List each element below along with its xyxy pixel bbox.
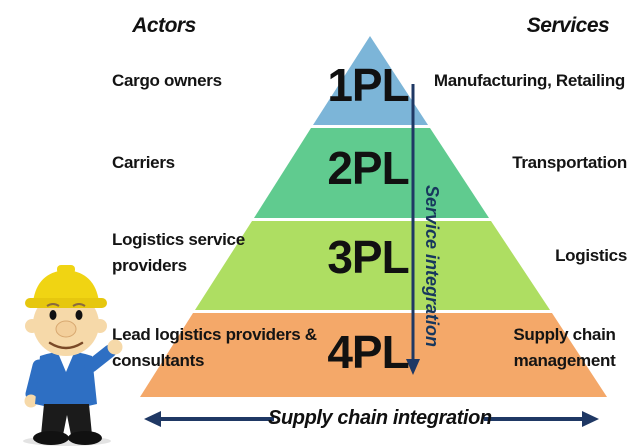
supply-chain-integration-label: Supply chain integration (268, 407, 492, 429)
mascot-left-hand (24, 394, 38, 408)
actor-label-cargo-owners: Cargo owners (112, 71, 222, 90)
hard-hat-icon (33, 270, 99, 302)
service-integration-arrowhead-icon (406, 359, 420, 375)
actors-column-title: Actors (132, 14, 196, 37)
pyramid-level-2pl-shape (254, 128, 489, 218)
actor-label-logistics-service-providers: Logistics service providers (112, 230, 245, 276)
construction-worker-mascot (23, 265, 123, 446)
level-label-1pl: 1PL (327, 59, 409, 111)
level-label-4pl: 4PL (327, 326, 409, 378)
mascot-eyebrow-left (46, 303, 60, 307)
level-label-2pl: 2PL (327, 142, 409, 194)
actor-label-carriers: Carriers (112, 153, 175, 172)
mascot-shirt (58, 353, 74, 372)
mascot-right-hand (107, 339, 123, 355)
mascot-eye-left (49, 310, 57, 320)
hard-hat-brim (25, 298, 107, 308)
mascot-pants (41, 404, 92, 435)
pyramid-level-4pl-shape (140, 313, 607, 397)
supply-chain-arrowhead-left-icon (144, 411, 161, 427)
services-column-title: Services (526, 14, 610, 37)
mascot-left-shoe (33, 431, 69, 445)
mascot-eyebrow-right (72, 303, 86, 307)
level-label-3pl: 3PL (327, 231, 409, 283)
mascot-eye-right (75, 310, 83, 320)
mascot-jacket (35, 351, 97, 408)
mascot-left-arm (25, 359, 46, 401)
service-label-transportation: Transportation (512, 153, 627, 172)
hard-hat-ridge (57, 265, 75, 274)
service-label-supply-chain-management: Supply chain management (513, 325, 616, 371)
pyramid-level-3pl-shape (195, 221, 550, 310)
service-label-logistics: Logistics (555, 246, 627, 265)
mascot-right-arm (84, 344, 117, 373)
mascot-nose (55, 320, 77, 338)
service-label-manufacturing-retailing: Manufacturing, Retailing (433, 71, 625, 90)
service-integration-label: Service integration (422, 184, 442, 348)
mascot-right-shoe (68, 431, 102, 445)
pyramid-level-1pl-shape (313, 36, 428, 125)
mascot-smile (48, 341, 84, 350)
supply-chain-arrowhead-right-icon (582, 411, 599, 427)
actor-label-lead-logistics-providers: Lead logistics providers & consultants (112, 325, 317, 371)
